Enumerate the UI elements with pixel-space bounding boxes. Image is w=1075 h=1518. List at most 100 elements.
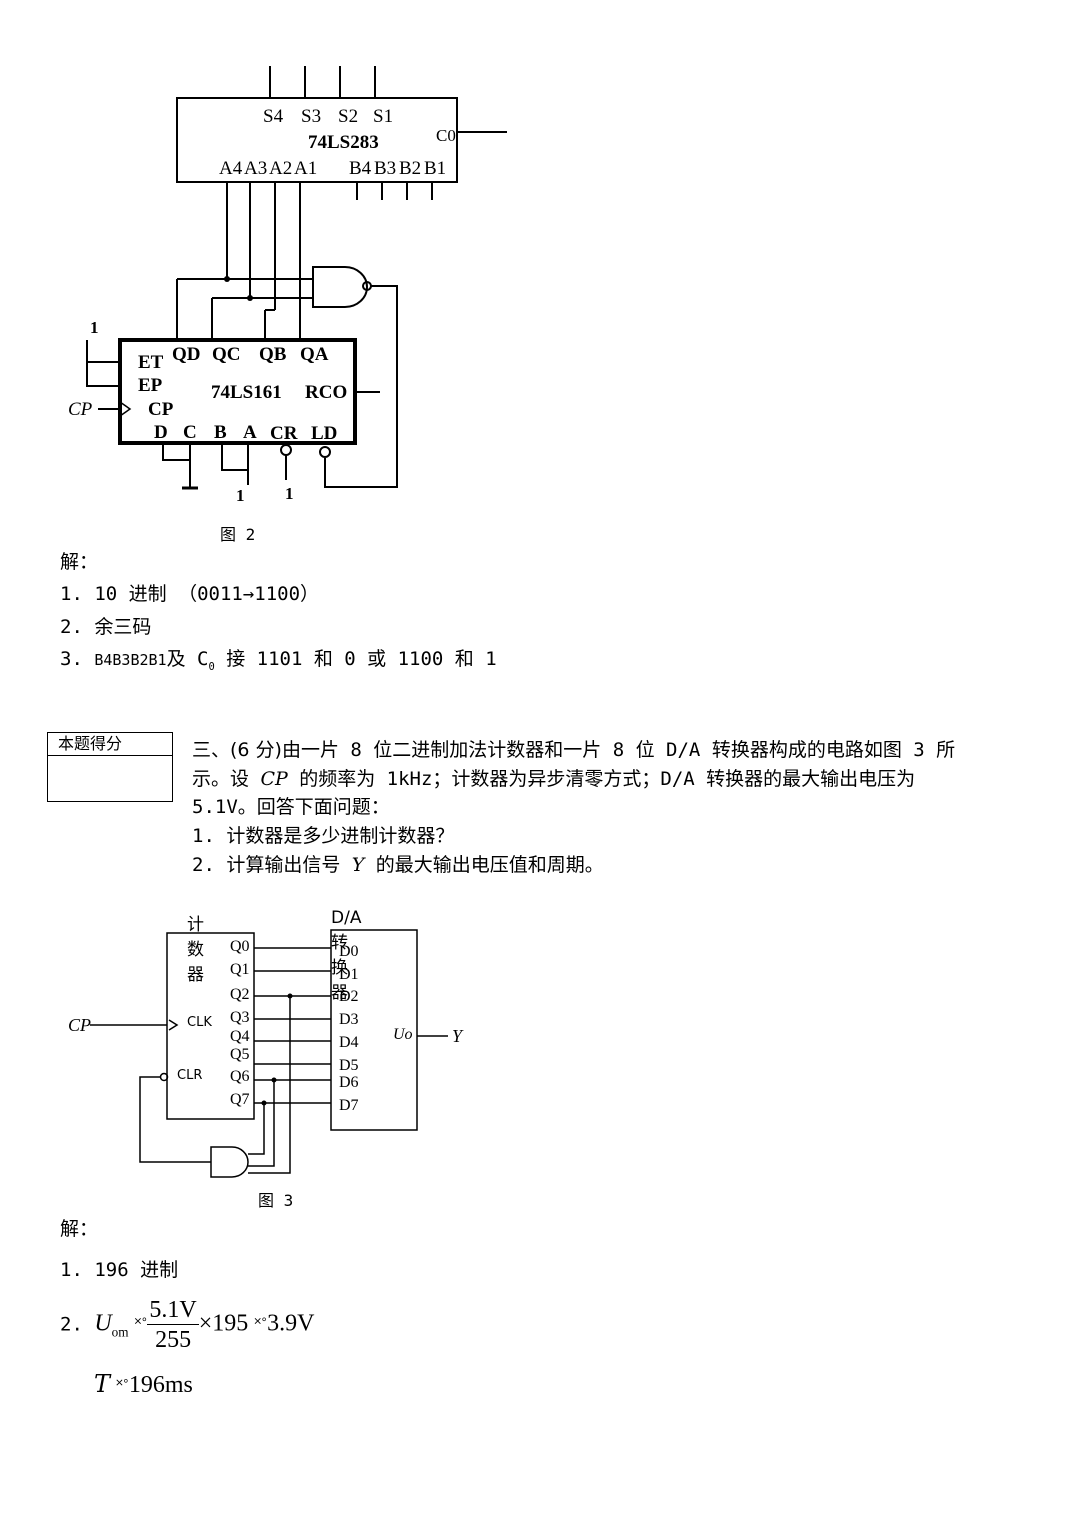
question-3-line-2: 示。设 CP 的频率为 1kHz；计数器为异步清零方式；D/A 转换器的最大输出…: [192, 770, 915, 789]
question-3-sub-2-b: 的最大输出电压值和周期。: [364, 854, 604, 876]
output-y: Y: [452, 1026, 463, 1046]
pin-s1: S1: [373, 106, 394, 127]
pin-s2: S2: [338, 106, 359, 127]
pin-d4: D4: [339, 1034, 359, 1051]
const-one-et: 1: [90, 318, 99, 337]
pin-cr: CR: [270, 423, 298, 444]
pin-d: D: [154, 422, 168, 443]
pin-cp: CP: [148, 399, 174, 420]
pin-q7: Q7: [230, 1091, 250, 1108]
pin-ep: EP: [138, 375, 163, 396]
pin-d5: D5: [339, 1057, 359, 1074]
answer-1-line-3-mid: 及 C: [166, 648, 209, 670]
pin-c: C: [183, 422, 197, 443]
adder-chip-name: 74LS283: [308, 132, 379, 153]
pin-d0: D0: [339, 943, 359, 960]
pin-a2: A2: [269, 158, 293, 179]
question-3-sub-2-a: 2. 计算输出信号: [192, 854, 352, 876]
pin-q2: Q2: [230, 986, 250, 1003]
pin-q5: Q5: [230, 1046, 250, 1063]
pin-d6: D6: [339, 1074, 359, 1091]
counter-title: 计数器: [187, 915, 204, 985]
question-3-line-2-a: 示。设: [192, 768, 261, 790]
figure-3-caption: 图 3: [258, 1191, 294, 1210]
da-title: D/A转换器: [331, 908, 362, 1003]
pin-b: B: [214, 422, 227, 443]
pin-b4: B4: [349, 158, 372, 179]
answer-2-uom-sub: om: [111, 1324, 129, 1340]
question-3-sub-1: 1. 计数器是多少进制计数器？: [192, 825, 455, 847]
pin-qd: QD: [172, 344, 201, 365]
pin-et: ET: [138, 352, 164, 373]
question-3-number: 三、: [192, 739, 231, 761]
answer-1-line-3: 3. B4B3B2B1及 C0 接 1101 和 0 或 1100 和 1: [60, 648, 497, 673]
pin-qb: QB: [259, 344, 287, 365]
pin-c0: C0: [436, 126, 456, 145]
question-3-line-3: 5.1V。回答下面问题：: [192, 796, 390, 818]
pin-s4: S4: [263, 106, 284, 127]
pin-a3: A3: [244, 158, 268, 179]
answer-2-t-value: 196ms: [128, 1372, 193, 1398]
pin-b2: B2: [399, 158, 422, 179]
answer-2-eq-3: ˟˚: [116, 1376, 129, 1396]
pin-ld: LD: [311, 423, 338, 444]
pin-q6: Q6: [230, 1068, 250, 1085]
pin-clk: CLK: [187, 1015, 212, 1030]
pin-q3: Q3: [230, 1009, 250, 1026]
question-3-sub-2: 2. 计算输出信号 Y 的最大输出电压值和周期。: [192, 856, 604, 875]
pin-d3: D3: [339, 1011, 359, 1028]
pin-s3: S3: [301, 106, 322, 127]
pin-q0: Q0: [230, 938, 250, 955]
pin-qa: QA: [300, 344, 329, 365]
answer-2-result: 3.9V: [267, 1310, 315, 1337]
answer-2-numerator: 5.1V: [147, 1297, 199, 1325]
pin-qc: QC: [212, 344, 241, 365]
pin-a4: A4: [219, 158, 243, 179]
answer-2-formula-t: T ˟˚196ms: [94, 1372, 193, 1397]
score-box: 本题得分: [47, 732, 173, 802]
answer-1-line-1: 1. 10 进制 （0011→1100）: [60, 583, 320, 605]
pin-a1: A1: [294, 158, 318, 179]
question-3-score: (6 分): [230, 739, 282, 761]
answer-1-line-3-prefix: 3.: [60, 648, 95, 670]
answer-1-b-inputs: B4B3B2B1: [94, 651, 167, 669]
answer-2-uom: U: [94, 1310, 112, 1337]
question-3-line-2-b: 的频率为 1kHz；计数器为异步清零方式；D/A 转换器的最大输出电压为: [287, 768, 916, 790]
pin-d2: D2: [339, 988, 359, 1005]
answer-1-line-3-suffix: 接 1101 和 0 或 1100 和 1: [214, 648, 497, 670]
answer-2-line-2-prefix: 2.: [60, 1313, 95, 1336]
answer-1-heading: 解：: [60, 551, 99, 573]
pin-b1: B1: [424, 158, 447, 179]
question-3-line-1: 三、(6 分)由一片 8 位二进制加法计数器和一片 8 位 D/A 转换器构成的…: [192, 741, 955, 760]
pin-d7: D7: [339, 1097, 359, 1114]
pin-rco: RCO: [305, 382, 348, 403]
const-one-ba: 1: [236, 486, 245, 505]
answer-2-times: ×195: [198, 1310, 249, 1337]
pin-a: A: [243, 422, 257, 443]
answer-2-t: T: [94, 1370, 111, 1398]
answer-1-line-2: 2. 余三码: [60, 616, 152, 638]
pin-q1: Q1: [230, 961, 250, 978]
input-cp-label: CP: [68, 399, 93, 420]
counter-chip-name: 74LS161: [211, 382, 282, 403]
pin-b3: B3: [374, 158, 397, 179]
question-3-cp: CP: [260, 768, 288, 790]
answer-2-eq-2: ˟˚: [254, 1314, 268, 1335]
question-3-y: Y: [351, 854, 365, 876]
input-cp-label: CP: [68, 1015, 92, 1035]
figure-2-circuit: [86, 66, 507, 490]
pin-uo: Uo: [393, 1026, 413, 1043]
const-one-cr: 1: [285, 484, 294, 503]
answer-2-line-1: 1. 196 进制: [60, 1259, 179, 1281]
figure-2-caption: 图 2: [220, 525, 256, 544]
answer-2-denominator: 255: [155, 1327, 192, 1353]
pin-d1: D1: [339, 966, 359, 983]
pin-clr: CLR: [177, 1068, 203, 1083]
question-3-line-1-text: 由一片 8 位二进制加法计数器和一片 8 位 D/A 转换器构成的电路如图 3 …: [281, 739, 956, 761]
score-box-label: 本题得分: [48, 733, 172, 756]
answer-1-c0-sub: 0: [208, 660, 215, 673]
answer-2-eq-1: ˟˚: [134, 1314, 148, 1335]
answer-2-heading: 解：: [60, 1218, 99, 1240]
